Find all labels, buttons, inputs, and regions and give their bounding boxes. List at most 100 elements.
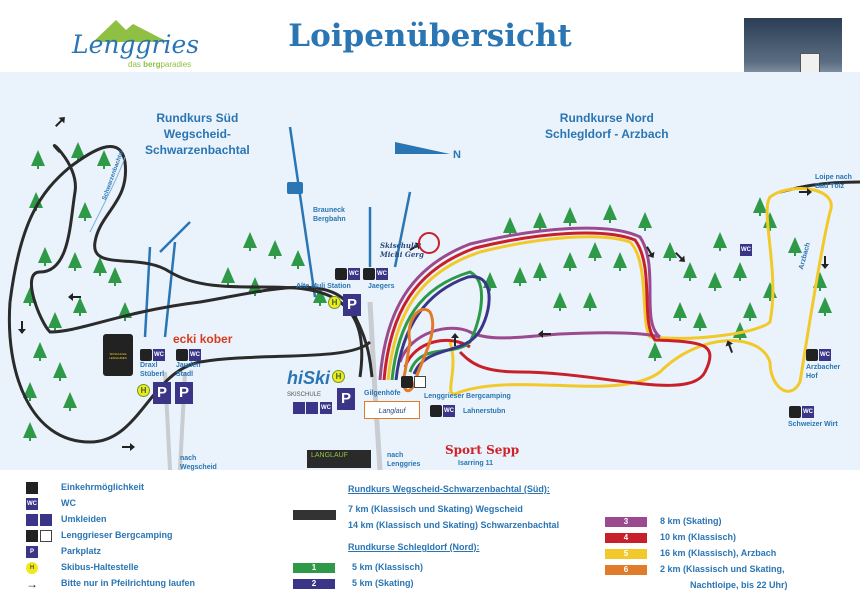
label-jaegers: Jaegers [368, 283, 395, 290]
direction-arrow-icon [646, 246, 655, 259]
tree-icon [693, 312, 707, 331]
tree-icon [29, 192, 43, 211]
skischule-michi-logo [418, 232, 440, 254]
legend-route-swatch-6: 6 [605, 565, 647, 575]
wc-icon: WC [26, 498, 38, 510]
label-lahnerstubn: Lahnerstubn [463, 408, 506, 415]
region-label-north: Rundkurse Nord Schlegldorf - Arzbach [545, 111, 669, 142]
label-gilgenhoefe: Gilgenhöfe [364, 390, 401, 397]
legend-south-route: 14 km (Klassisch und Skating) Schwarzenb… [348, 520, 560, 530]
legend-route-label: 16 km (Klassisch), Arzbach [660, 548, 777, 558]
tree-icon [763, 212, 777, 231]
tree-icon [673, 302, 687, 321]
tree-icon [553, 292, 567, 311]
legend-route-swatch-4: 4 [605, 533, 647, 543]
tree-icon [563, 252, 577, 271]
tree-icon [683, 262, 697, 281]
tree-icon [291, 250, 305, 269]
bus-stop-icon: H [332, 370, 345, 383]
tree-icon [818, 297, 832, 316]
wc-icon: WC [443, 405, 455, 417]
tree-icon [23, 382, 37, 401]
tree-icon [788, 237, 802, 256]
legend-route-label: Nachtloipe, bis 22 Uhr) [690, 580, 788, 590]
label-alte-muli-station: Alte Muli Station [296, 283, 351, 290]
tree-icon [73, 297, 87, 316]
direction-arrow-icon [55, 117, 65, 127]
hiski-subtitle: SKISCHULE [287, 392, 322, 398]
parking-icon: P [26, 546, 38, 558]
legend-symbol-label: Umkleiden [61, 514, 107, 524]
changing-room-icon [306, 402, 318, 414]
label-nach-wegscheid: nach Wegscheid [180, 455, 217, 471]
label-nach-lenggries: nach Lenggries [387, 452, 421, 468]
north-arrow-label: N [453, 149, 461, 161]
bus-stop-icon: H [137, 384, 150, 397]
route-4-red [382, 231, 712, 387]
tree-icon [533, 262, 547, 281]
tree-icon [68, 252, 82, 271]
ecki-kober-logo: ecki kober [173, 332, 233, 346]
langlauf-verleih-sign: LANGLAUF [307, 450, 371, 468]
legend-route-label: 10 km (Klassisch) [660, 532, 737, 542]
wc-icon: WC [802, 406, 814, 418]
legend-route-swatch-3: 3 [605, 517, 647, 527]
logo-tagline: das bergparadies [128, 60, 192, 69]
ski-lifts [143, 126, 412, 338]
tree-icon [613, 252, 627, 271]
direction-arrow-icon [538, 330, 551, 338]
logo-name: Lenggries [72, 30, 200, 59]
legend-north-heading: Rundkurse Schlegldorf (Nord): [348, 542, 480, 552]
wc-icon: WC [376, 268, 388, 280]
legend-symbol-label: Bitte nur in Pfeilrichtung laufen [61, 578, 196, 588]
parking-icon: P [343, 294, 361, 316]
parking-icon: P [175, 382, 193, 404]
tree-icon [533, 212, 547, 231]
wc-icon: WC [320, 402, 332, 414]
legend-symbol-label: Einkehrmöglichkeit [61, 482, 145, 492]
bus-stop-icon: H [328, 296, 341, 309]
route-2-blue [394, 275, 491, 381]
direction-arrow-icon [799, 188, 812, 196]
legend-route-label: 5 km (Klassisch) [352, 562, 424, 572]
parking-icon: P [153, 382, 171, 404]
tent-icon [40, 530, 52, 542]
label-jauden-stadl: Jauden Stadl [176, 362, 201, 378]
bus-stop-icon: H [26, 562, 38, 574]
tree-icon [753, 197, 767, 216]
tree-icon [48, 312, 62, 331]
tree-icon [603, 204, 617, 223]
legend-route-swatch-2: 2 [293, 579, 335, 589]
tree-icon [713, 232, 727, 251]
sport-sepp-logo: Sport Sepp [445, 443, 520, 457]
tree-icon [763, 282, 777, 301]
gondola-icon [287, 182, 303, 194]
wc-icon: WC [819, 349, 831, 361]
tree-icon [503, 217, 517, 236]
restaurant-icon [176, 349, 188, 361]
tree-icon [663, 242, 677, 261]
changing-room-icon [293, 402, 305, 414]
direction-arrow-icon [18, 321, 26, 334]
region-label-south: Rundkurs Süd Wegscheid- Schwarzenbachtal [145, 111, 250, 158]
mountain-logo-icon [93, 20, 168, 42]
wc-icon: WC [189, 349, 201, 361]
parking-icon: P [337, 388, 355, 410]
tree-icon [638, 212, 652, 231]
restaurant-icon [430, 405, 442, 417]
skischule-lenggries-logo: SKISCHULE LENGGRIES [103, 334, 133, 376]
tree-icon [243, 232, 257, 251]
tree-icon [221, 267, 235, 286]
legend-symbol-label: Lenggrieser Bergcamping [61, 530, 173, 540]
langlauf-sign: Langlauf [364, 401, 420, 419]
legend-symbol-label: Skibus-Haltestelle [61, 562, 139, 572]
tree-icon [108, 267, 122, 286]
arrow-right-icon: → [26, 577, 38, 591]
direction-arrow-icon [451, 333, 459, 346]
label-schweizer-wirt: Schweizer Wirt [788, 421, 838, 428]
legend-south-route: 7 km (Klassisch und Skating) Wegscheid [348, 504, 523, 514]
changing-room-icon [26, 514, 38, 526]
direction-arrow-icon [68, 293, 81, 301]
legend-route-swatch-5: 5 [605, 549, 647, 559]
route-6-orange [402, 308, 435, 393]
